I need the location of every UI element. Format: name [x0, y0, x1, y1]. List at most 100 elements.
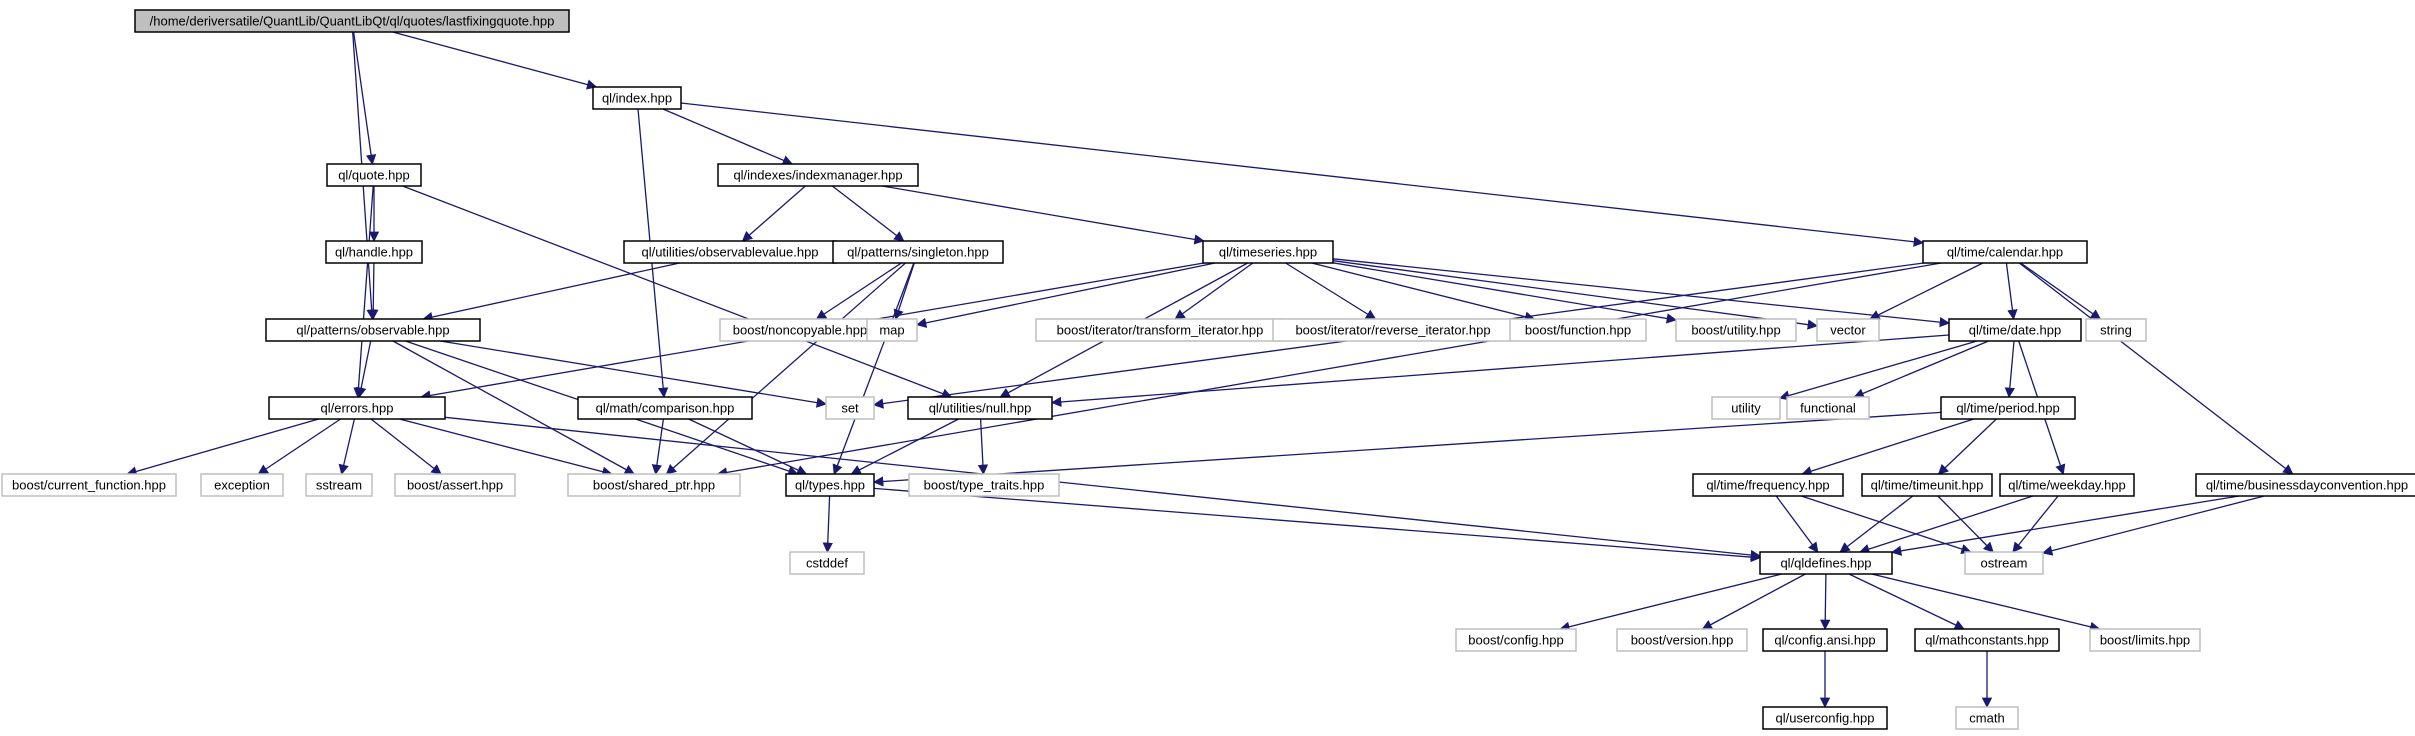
- node-label: ql/errors.hpp: [321, 400, 394, 415]
- node-box: [825, 396, 875, 420]
- edge-timeunit-to-ostream: [1937, 495, 1994, 553]
- node-label: sstream: [316, 477, 362, 492]
- edge-line: [1332, 260, 1819, 330]
- node-sstream: sstream: [305, 473, 373, 497]
- node-businessdayconvention[interactable]: ql/time/businessdayconvention.hpp: [2195, 473, 2415, 497]
- edge-line: [257, 418, 341, 475]
- edge-types-to-qldefines: [873, 487, 1762, 563]
- node-label: ql/index.hpp: [602, 90, 672, 105]
- edge-timeseries-to-function: [1311, 262, 1536, 322]
- node-label: ql/handle.hpp: [335, 244, 413, 259]
- node-userconfig[interactable]: ql/userconfig.hpp: [1762, 706, 1888, 730]
- node-label: ql/time/calendar.hpp: [1947, 244, 2063, 259]
- node-label: boost/config.hpp: [1468, 632, 1563, 647]
- edge-line: [1937, 418, 1997, 475]
- node-root[interactable]: /home/deriversatile/QuantLib/QuantLibQt/…: [134, 9, 570, 33]
- node-frequency[interactable]: ql/time/frequency.hpp: [1692, 473, 1844, 497]
- node-box: [265, 318, 481, 342]
- edge-indexmanager-to-observablevalue: [741, 185, 806, 242]
- edge-index-to-indexmanager: [662, 108, 794, 166]
- node-weekday[interactable]: ql/time/weekday.hpp: [1999, 473, 2135, 497]
- edge-root-to-quote: [352, 31, 377, 166]
- edge-line: [2005, 262, 2018, 321]
- node-box: [1940, 396, 2076, 420]
- node-label: set: [841, 400, 859, 415]
- edge-singleton-to-types: [832, 262, 915, 475]
- node-label: ql/qldefines.hpp: [1780, 555, 1871, 570]
- edge-line: [1848, 573, 1965, 630]
- node-configansi[interactable]: ql/config.ansi.hpp: [1762, 628, 1888, 652]
- edge-line: [392, 340, 636, 475]
- nodes-layer: /home/deriversatile/QuantLib/QuantLibQt/…: [1, 9, 2415, 730]
- node-set: set: [825, 396, 875, 420]
- edge-weekday-to-qldefines: [1859, 495, 2034, 555]
- node-label: ql/time/timeunit.hpp: [1871, 477, 1984, 492]
- node-functional: functional: [1786, 396, 1870, 420]
- node-box: [785, 473, 875, 497]
- edge-businessdayconvention-to-ostream: [2041, 495, 2265, 556]
- edge-line: [1937, 495, 1994, 553]
- node-types[interactable]: ql/types.hpp: [785, 473, 875, 497]
- node-label: string: [2100, 322, 2132, 337]
- node-box: [866, 318, 918, 342]
- node-date[interactable]: ql/time/date.hpp: [1948, 318, 2082, 342]
- node-index[interactable]: ql/index.hpp: [592, 86, 682, 110]
- node-label: vector: [1830, 322, 1866, 337]
- node-null[interactable]: ql/utilities/null.hpp: [907, 396, 1053, 420]
- edge-errors-to-current_function: [126, 418, 319, 477]
- node-observable[interactable]: ql/patterns/observable.hpp: [265, 318, 481, 342]
- node-quote[interactable]: ql/quote.hpp: [326, 163, 422, 187]
- edge-line: [1853, 340, 1989, 399]
- edge-errors-to-assert: [370, 418, 442, 475]
- node-comparison[interactable]: ql/math/comparison.hpp: [577, 396, 753, 420]
- node-box: [1955, 706, 2019, 730]
- node-box: [134, 9, 570, 33]
- edge-errors-to-shared_ptr: [399, 418, 613, 477]
- node-box: [1762, 628, 1888, 652]
- node-box: [832, 240, 1004, 264]
- edges-layer: [126, 31, 2294, 709]
- edge-comparison-to-types: [688, 418, 808, 475]
- node-box: [908, 473, 1060, 497]
- edge-businessdayconvention-to-qldefines: [1890, 495, 2240, 556]
- node-timeseries[interactable]: ql/timeseries.hpp: [1202, 240, 1334, 264]
- node-config: boost/config.hpp: [1455, 628, 1577, 652]
- node-label: ql/patterns/singleton.hpp: [847, 244, 989, 259]
- node-label: boost/function.hpp: [1525, 322, 1631, 337]
- node-period[interactable]: ql/time/period.hpp: [1940, 396, 2076, 420]
- node-singleton[interactable]: ql/patterns/singleton.hpp: [832, 240, 1004, 264]
- edge-line: [368, 262, 379, 321]
- node-reverse_iterator: boost/iterator/reverse_iterator.hpp: [1272, 318, 1514, 342]
- node-calendar[interactable]: ql/time/calendar.hpp: [1922, 240, 2088, 264]
- edge-line: [815, 262, 902, 320]
- node-handle[interactable]: ql/handle.hpp: [325, 240, 423, 264]
- edge-handle-to-observable: [368, 262, 379, 321]
- node-box: [2195, 473, 2415, 497]
- node-noncopyable: boost/noncopyable.hpp: [719, 318, 881, 342]
- node-timeunit[interactable]: ql/time/timeunit.hpp: [1861, 473, 1993, 497]
- node-function: boost/function.hpp: [1509, 318, 1647, 342]
- edge-line: [440, 340, 828, 408]
- node-box: [577, 396, 753, 420]
- node-qldefines[interactable]: ql/qldefines.hpp: [1759, 551, 1893, 575]
- edge-date-to-null: [1050, 334, 1950, 408]
- node-map: map: [866, 318, 918, 342]
- node-indexmanager[interactable]: ql/indexes/indexmanager.hpp: [717, 163, 919, 187]
- node-observablevalue[interactable]: ql/utilities/observablevalue.hpp: [623, 240, 837, 264]
- edge-index-to-calendar: [680, 102, 1925, 247]
- edge-line: [741, 185, 806, 242]
- node-box: [592, 86, 682, 110]
- node-label: ql/time/weekday.hpp: [2008, 477, 2126, 492]
- node-errors[interactable]: ql/errors.hpp: [268, 396, 446, 420]
- node-box: [2089, 628, 2201, 652]
- edge-indexmanager-to-timeseries: [882, 185, 1205, 245]
- edge-line: [872, 411, 1942, 487]
- node-ostream: ostream: [1964, 551, 2044, 575]
- edge-line: [1285, 262, 1377, 320]
- node-mathconstants[interactable]: ql/mathconstants.hpp: [1914, 628, 2060, 652]
- edge-quote-to-null: [402, 185, 953, 399]
- node-label: ql/quote.hpp: [338, 167, 410, 182]
- edge-qldefines-to-limits: [1871, 573, 2101, 632]
- edge-line: [1332, 262, 1678, 324]
- edge-qldefines-to-version: [1701, 573, 1806, 630]
